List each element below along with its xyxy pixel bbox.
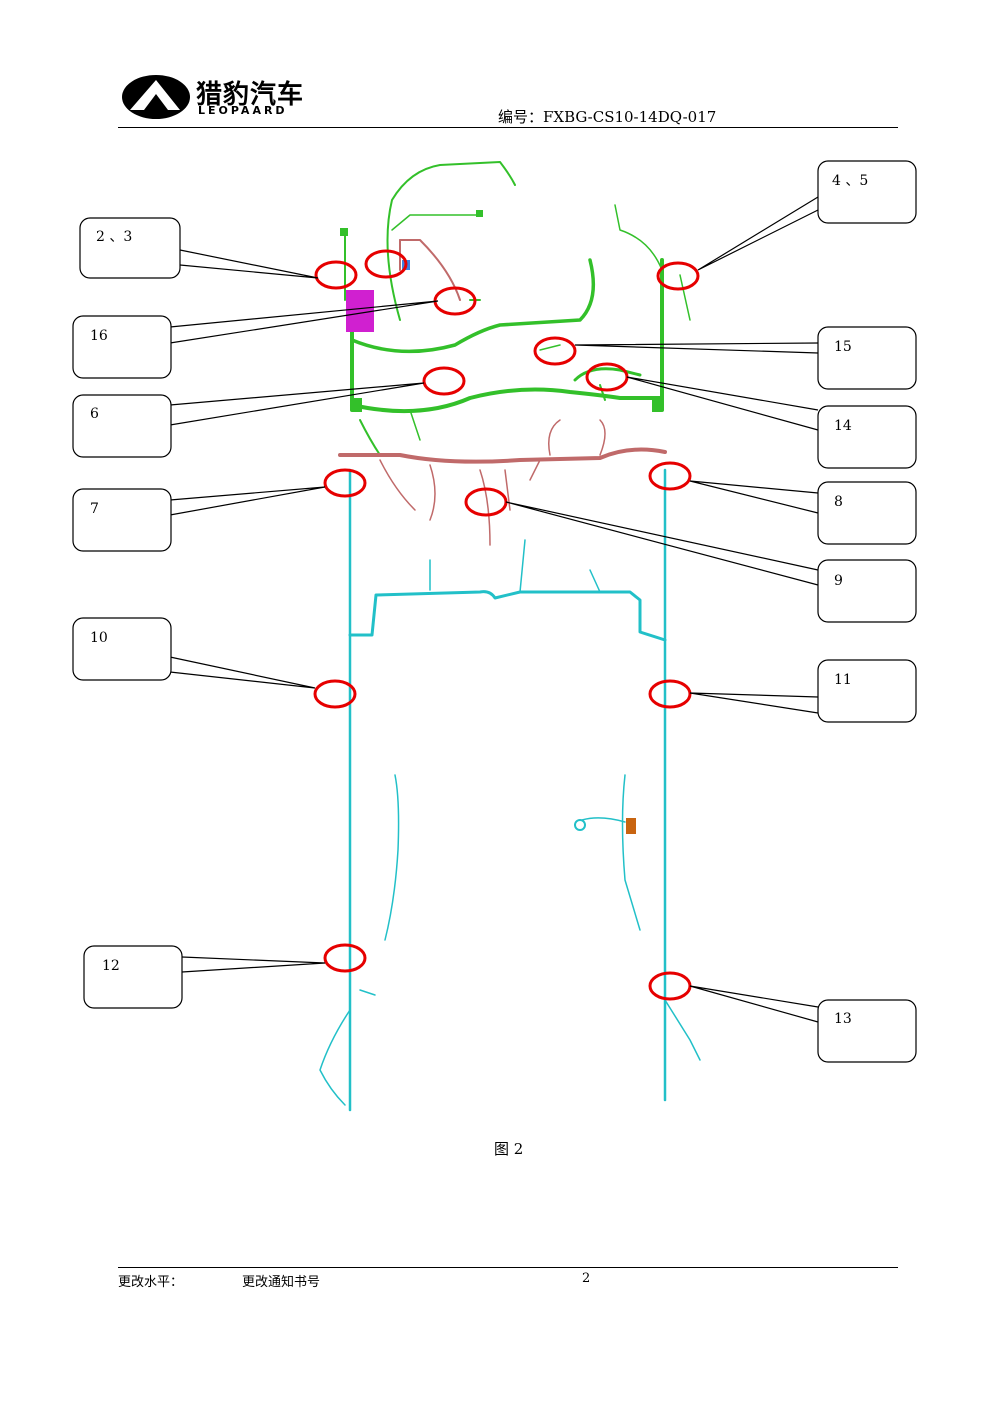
figure-caption: 图 2 — [494, 1140, 524, 1158]
connector — [476, 210, 483, 217]
callout-label-15: 15 — [834, 339, 852, 355]
fuse-box-module — [346, 290, 374, 332]
brand-name-en: LEOPAARD — [198, 104, 288, 117]
callout-label-6: 6 — [90, 406, 99, 422]
callout-label-7: 7 — [90, 501, 99, 517]
company-logo: 猎豹汽车 LEOPAARD — [120, 72, 340, 122]
page-number: 2 — [582, 1271, 591, 1286]
connector — [652, 398, 662, 412]
footer-rule — [118, 1267, 898, 1268]
callout-label-9: 9 — [834, 573, 843, 589]
change-level-label: 更改水平： — [118, 1275, 184, 1290]
document-number: 编号：FXBG-CS10-14DQ-017 — [498, 108, 717, 126]
callout-circles — [313, 249, 700, 1001]
callout-label-10: 10 — [90, 630, 108, 646]
leopard-logo-icon — [122, 75, 190, 119]
front-harness — [344, 161, 691, 456]
callout-label-12: 12 — [102, 958, 120, 974]
connector — [352, 398, 362, 412]
callout-boxes — [72, 160, 917, 1063]
brand-name-cn: 猎豹汽车 — [196, 80, 305, 110]
change-notice-label: 更改通知书号 — [242, 1275, 321, 1290]
callout-label-14: 14 — [834, 418, 852, 434]
callout-label-8: 8 — [834, 494, 843, 510]
callout-label-16: 16 — [90, 328, 108, 344]
header-rule — [118, 127, 898, 128]
callout-label-4-5: 4 、5 — [832, 173, 868, 189]
floor-connector — [574, 819, 586, 831]
connector — [340, 228, 348, 236]
callout-label-13: 13 — [834, 1011, 852, 1027]
leader-lines — [169, 196, 819, 1023]
callout-label-2-3: 2 、3 — [96, 229, 132, 245]
floor-part — [626, 818, 636, 834]
floor-harness — [319, 468, 701, 1112]
callout-label-11: 11 — [834, 672, 852, 688]
